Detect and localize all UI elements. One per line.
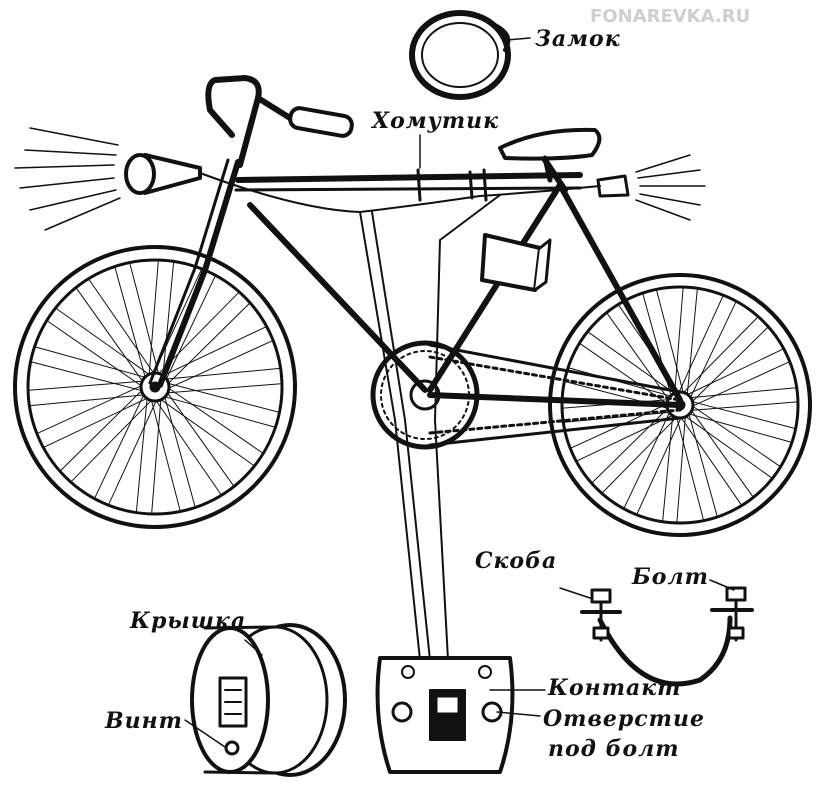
spoke <box>681 316 758 395</box>
spoke <box>683 414 773 479</box>
label-bolt: Болт <box>632 564 709 590</box>
spoke <box>28 380 146 391</box>
spoke <box>636 415 683 515</box>
handlebar <box>205 75 354 168</box>
spoke <box>35 346 148 379</box>
label-clamp: Хомутик <box>372 108 499 134</box>
spoke <box>656 289 685 396</box>
spoke <box>689 408 754 498</box>
spoke <box>162 261 175 379</box>
label-hole-line1: Отверстие <box>543 706 705 732</box>
spoke <box>150 397 181 511</box>
spoke <box>679 415 742 506</box>
lock-ring <box>409 10 511 100</box>
spoke <box>689 301 737 400</box>
spoke <box>675 414 704 521</box>
spoke <box>690 327 769 404</box>
spoke <box>689 400 796 429</box>
rear-lamp-rays <box>635 154 706 221</box>
wire-clamps <box>416 168 488 202</box>
spoke <box>165 390 234 487</box>
front-wheel <box>13 245 297 529</box>
bracket-bolt-left <box>590 588 612 642</box>
spoke <box>164 383 282 394</box>
label-hole-line2: под болт <box>548 736 680 762</box>
contact-unit <box>375 656 515 774</box>
spoke <box>158 397 255 466</box>
front-lamp-rays <box>14 127 121 231</box>
spoke <box>165 382 279 413</box>
spoke <box>576 414 675 462</box>
spoke <box>623 410 671 509</box>
bracket-bolt-right <box>725 586 747 642</box>
spoke <box>31 361 145 392</box>
spoke <box>166 340 273 390</box>
spoke <box>690 361 790 408</box>
spoke <box>606 312 671 402</box>
label-screw: Винт <box>105 708 183 734</box>
spoke <box>602 415 679 494</box>
spoke <box>690 404 781 467</box>
front-lamp <box>14 127 202 231</box>
label-contact: Контакт <box>548 675 682 701</box>
spoke <box>154 398 222 495</box>
spoke <box>129 263 160 377</box>
chain <box>428 343 682 447</box>
spoke <box>689 401 798 411</box>
spoke <box>60 388 144 471</box>
spoke <box>686 288 698 398</box>
spoke <box>94 392 146 499</box>
spoke <box>685 348 784 396</box>
spoke <box>71 398 154 482</box>
spoke <box>164 275 216 382</box>
spoke <box>677 295 724 395</box>
spoke <box>687 411 718 517</box>
spoke <box>676 414 686 523</box>
dynamo-cover <box>190 623 347 777</box>
spoke <box>686 412 792 443</box>
spoke <box>162 395 275 428</box>
spoke <box>55 308 152 377</box>
spoke <box>108 398 158 505</box>
spoke <box>114 267 147 380</box>
spoke <box>687 387 797 399</box>
spoke <box>674 287 684 396</box>
label-lock: Замок <box>535 26 621 52</box>
spoke <box>76 287 145 384</box>
rear-lamp <box>596 154 706 221</box>
dynamo-box <box>480 233 552 292</box>
leader-lines <box>184 37 735 748</box>
spoke <box>151 396 162 514</box>
spoke <box>88 279 156 376</box>
wires <box>199 172 601 661</box>
spoke <box>29 394 147 407</box>
spoke <box>166 303 250 386</box>
spoke <box>163 367 281 380</box>
saddle <box>498 127 602 183</box>
spoke <box>160 326 267 378</box>
watermark: FONAREVKA.RU <box>590 6 751 27</box>
spoke <box>166 386 263 454</box>
spoke <box>662 412 674 522</box>
spoke <box>135 395 148 513</box>
spoke <box>47 320 144 388</box>
label-cover: Крышка <box>130 608 247 634</box>
spoke <box>148 260 159 378</box>
spoke <box>37 384 144 434</box>
spoke <box>587 331 677 396</box>
spoke <box>163 394 196 507</box>
label-bracket: Скоба <box>475 548 558 574</box>
bracket <box>580 586 754 687</box>
spoke <box>43 396 150 448</box>
